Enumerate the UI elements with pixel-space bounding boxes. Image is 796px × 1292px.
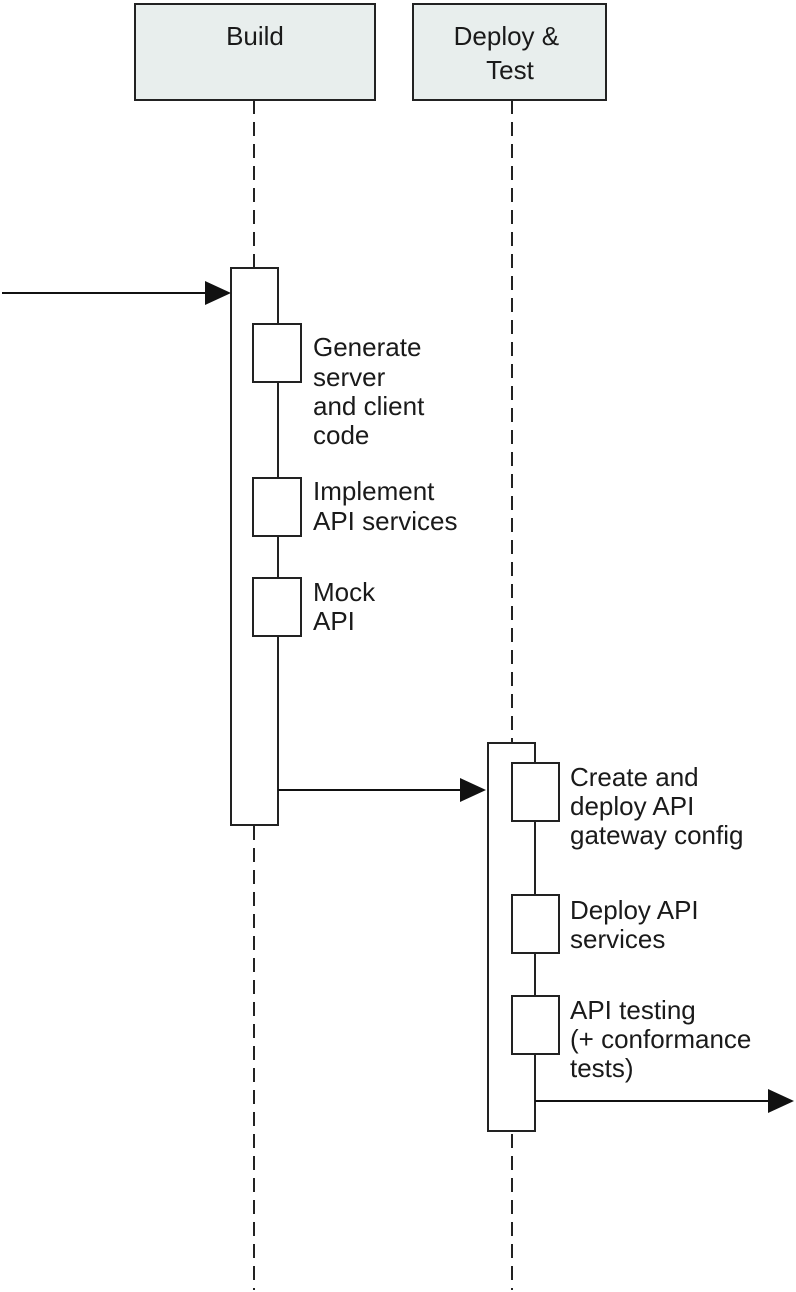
build-step-line: Mock — [313, 577, 376, 607]
deploy-step-line: Deploy API — [570, 895, 699, 925]
build-step-line: Implement — [313, 476, 435, 506]
deploy-step-label: Deploy API services — [570, 895, 706, 954]
deploy-step-line: deploy API — [570, 791, 694, 821]
build-step-label: Implement API services — [313, 476, 458, 536]
deploy-header-line: Test — [486, 55, 534, 85]
build-to-deploy-arrow-head — [460, 778, 486, 802]
deploy-step-line: Create and — [570, 762, 699, 792]
build-step-line: and client — [313, 391, 425, 421]
deploy-step-line: gateway config — [570, 820, 743, 850]
build-step-line: API services — [313, 506, 458, 536]
build-header-title: Build — [226, 21, 284, 51]
deploy-lane-header: Deploy & Test — [412, 3, 607, 101]
build-step-line: Generate — [313, 332, 421, 362]
build-step-line: code — [313, 420, 369, 450]
deploy-step-line: services — [570, 924, 665, 954]
build-header-box — [134, 3, 376, 101]
deploy-step-line: tests) — [570, 1053, 634, 1083]
deploy-step-box — [511, 995, 560, 1055]
build-step-line: API — [313, 606, 355, 636]
deploy-step-box — [511, 894, 560, 954]
deploy-step-label: API testing (+ conformance tests) — [570, 995, 759, 1083]
deploy-step-line: API testing — [570, 995, 696, 1025]
build-step-line: server — [313, 362, 386, 392]
build-step-box — [252, 323, 302, 383]
outgoing-arrow-head — [768, 1089, 794, 1113]
deploy-header-box — [412, 3, 607, 101]
deploy-header-title: Deploy & Test — [454, 21, 567, 85]
build-to-deploy-arrow — [278, 778, 486, 802]
deploy-step-box — [511, 762, 560, 822]
deploy-header-line: Deploy & — [454, 21, 560, 51]
build-step-box — [252, 477, 302, 537]
incoming-arrow-head — [205, 281, 231, 305]
incoming-arrow — [2, 281, 231, 305]
build-header-line: Build — [226, 21, 284, 51]
outgoing-arrow — [535, 1089, 794, 1113]
deploy-step-label: Create and deploy API gateway config — [570, 762, 743, 850]
build-step-label: Generate server and client code — [313, 332, 432, 450]
build-step-box — [252, 577, 302, 637]
deploy-step-line: (+ conformance — [570, 1024, 751, 1054]
build-step-label: Mock API — [313, 577, 382, 636]
build-lane-header: Build — [134, 3, 376, 101]
